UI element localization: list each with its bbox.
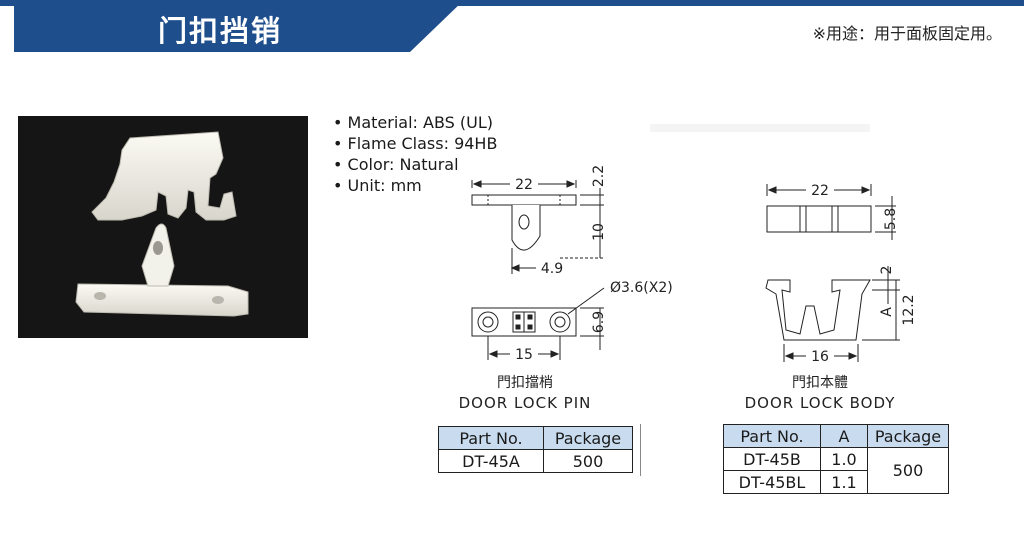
cell-package: 500 xyxy=(543,449,633,473)
body-caption: 門扣本體 DOOR LOCK BODY xyxy=(730,372,910,412)
body-part-table: Part No. A Package DT-45B 1.0 500 DT-45B… xyxy=(723,424,949,494)
body-dim-a: A xyxy=(879,307,895,317)
cell-part-no: DT-45A xyxy=(438,449,544,473)
pin-dim-width: 22 xyxy=(515,177,533,193)
spec-color: Color: Natural xyxy=(333,154,497,175)
divider-line xyxy=(640,424,641,476)
pin-front-view xyxy=(471,180,604,274)
cell-package: 500 xyxy=(867,447,949,494)
pin-caption-en: DOOR LOCK PIN xyxy=(458,394,592,412)
cell-a: 1.0 xyxy=(820,447,868,471)
spec-list: Material: ABS (UL) Flame Class: 94HB Col… xyxy=(333,112,498,196)
body-dim-width: 22 xyxy=(811,183,829,199)
body-dim-height: 12.2 xyxy=(901,294,917,325)
pin-dim-hole: Ø3.6(X2) xyxy=(610,280,673,296)
table-row: DT-45A 500 xyxy=(438,449,633,473)
usage-note: ※用途：用于面板固定用。 xyxy=(812,24,1002,43)
body-top-view xyxy=(766,184,896,240)
body-caption-cn: 門扣本體 xyxy=(792,375,848,391)
pin-top-view xyxy=(471,287,605,360)
base-hole-right xyxy=(212,296,224,304)
lock-body-part xyxy=(91,131,237,221)
table-header-row: Part No. Package xyxy=(438,426,633,450)
body-dim-top: 2 xyxy=(879,266,895,275)
col-package: Package xyxy=(867,424,949,448)
cell-a: 1.1 xyxy=(820,470,868,494)
pin-dim-depth: 6.9 xyxy=(591,311,607,333)
table-row: DT-45BL 1.1 xyxy=(723,470,949,494)
pin-dim-offset: 4.9 xyxy=(541,261,563,277)
pin-dim-top: 2.2 xyxy=(591,165,607,187)
product-photo-art xyxy=(75,131,249,317)
pin-caption-cn: 門扣擋梢 xyxy=(497,375,553,391)
lock-pin-base xyxy=(75,283,249,317)
product-photo xyxy=(18,116,308,338)
col-package: Package xyxy=(543,426,633,450)
table-header-row: Part No. A Package xyxy=(723,424,949,448)
cell-part-no: DT-45B xyxy=(723,447,821,471)
pin-dim-pitch: 15 xyxy=(515,347,533,363)
cell-part-no: DT-45BL xyxy=(723,470,821,494)
col-part-no: Part No. xyxy=(723,424,821,448)
base-hole-left xyxy=(94,292,106,300)
pin-caption: 門扣擋梢 DOOR LOCK PIN xyxy=(440,372,610,412)
table-row: DT-45B 1.0 500 xyxy=(723,447,949,494)
body-caption-en: DOOR LOCK BODY xyxy=(744,394,896,412)
spec-material: Material: ABS (UL) xyxy=(333,112,497,133)
body-dim-thickness: 5.8 xyxy=(883,208,899,230)
page-title: 门扣挡销 xyxy=(158,14,283,48)
body-dim-base: 16 xyxy=(811,349,829,365)
header-top-stripe xyxy=(0,0,1024,6)
spec-flame-class: Flame Class: 94HB xyxy=(333,133,498,154)
header-banner xyxy=(14,0,464,52)
pin-part-table: Part No. Package DT-45A 500 xyxy=(438,426,633,473)
col-a: A xyxy=(820,424,868,448)
pin-hole xyxy=(153,241,163,255)
col-part-no: Part No. xyxy=(438,426,544,450)
pin-dim-height: 10 xyxy=(591,223,607,241)
body-front-view xyxy=(765,266,900,362)
scan-smudge xyxy=(650,124,870,132)
spec-unit: Unit: mm xyxy=(333,175,497,196)
